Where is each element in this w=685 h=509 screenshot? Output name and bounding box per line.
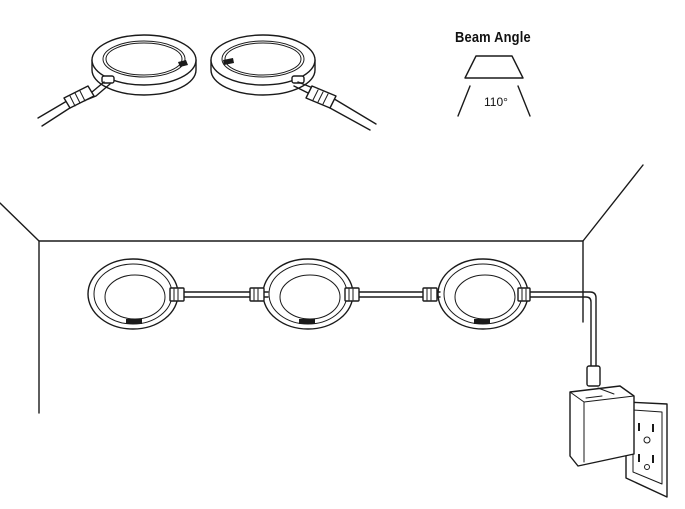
- cable-top-right: [293, 81, 377, 131]
- puck-light-3: [437, 258, 529, 330]
- beam-angle-icon: [457, 55, 531, 117]
- power-adapter: [569, 385, 635, 467]
- beam-angle-value: 110°: [484, 95, 508, 109]
- puck-light-2: [262, 258, 354, 330]
- room-walls: [0, 164, 644, 414]
- puck-light-top-right: [210, 34, 316, 96]
- beam-angle-title: Beam Angle: [455, 29, 531, 46]
- puck-light-top-left: [91, 34, 197, 96]
- linking-cables: [169, 287, 601, 387]
- puck-light-1: [87, 258, 179, 330]
- wall-outlet: [625, 401, 668, 498]
- cable-top-left: [37, 81, 111, 127]
